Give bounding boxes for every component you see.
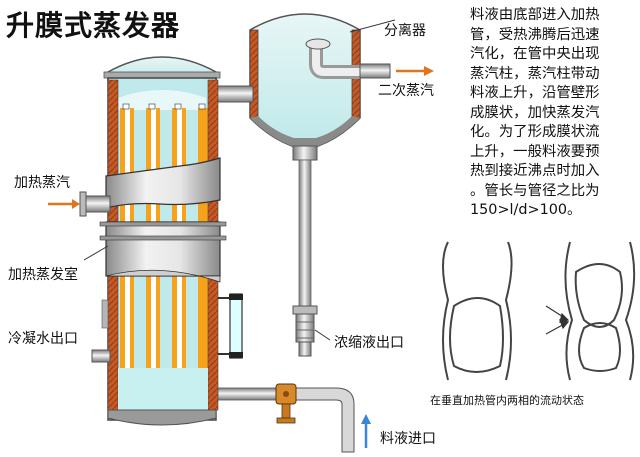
feed-valve <box>275 383 297 424</box>
feed-inlet-label: 料液进口 <box>380 431 436 447</box>
description-line: 上升，一般料液要预 <box>470 143 600 160</box>
level-gauge <box>218 293 243 359</box>
description-line: 化。为了形成膜状流 <box>470 124 600 140</box>
page-title: 升膜式蒸发器 <box>6 9 181 42</box>
description-line: 管，受热沸腾后迅速 <box>470 26 600 43</box>
separator-vessel <box>249 13 396 161</box>
flow-arrows <box>545 305 570 335</box>
description-line: 料液上升，沿管壁形 <box>470 85 600 101</box>
feed-inlet-arrow <box>361 414 371 448</box>
flow-state-caption: 在垂直加热管内两相的流动状态 <box>430 394 584 407</box>
heating-steam-inlet <box>48 191 111 217</box>
heating-chamber-leader <box>83 245 109 261</box>
evaporator-column <box>99 56 227 426</box>
description-text: 料液由底部进入加热 管，受热沸腾后迅速 汽化，在管中央出现 蒸汽柱，蒸汽柱带动 … <box>470 6 636 221</box>
concentrate-outlet-pipe <box>292 159 331 357</box>
secondary-steam-arrow <box>396 66 434 76</box>
heating-chamber-label: 加热蒸发室 <box>8 267 78 283</box>
description-line: 汽化，在管中央出现 <box>470 46 600 62</box>
description-line: 蒸汽柱，蒸汽柱带动 <box>470 65 600 82</box>
description-line: 成膜状，加快蒸发汽 <box>470 104 600 121</box>
description-line: 料液由底部进入加热 <box>470 7 600 23</box>
flow-state-panel-right <box>564 241 636 381</box>
condensate-outlet-label: 冷凝水出口 <box>8 331 78 347</box>
condensate-outlet-pipe <box>91 349 111 363</box>
description-line: 150>l/d>100。 <box>470 202 582 218</box>
description-line: 。管长与管径之比为 <box>470 182 600 199</box>
heating-steam-label: 加热蒸汽 <box>14 175 70 191</box>
description-line: 热到接近沸点时加入 <box>470 163 600 179</box>
separator-label: 分离器 <box>384 23 426 39</box>
concentrate-outlet-label: 浓缩液出口 <box>334 335 404 351</box>
flow-state-panel-left <box>442 241 513 381</box>
secondary-steam-label: 二次蒸汽 <box>378 83 434 99</box>
